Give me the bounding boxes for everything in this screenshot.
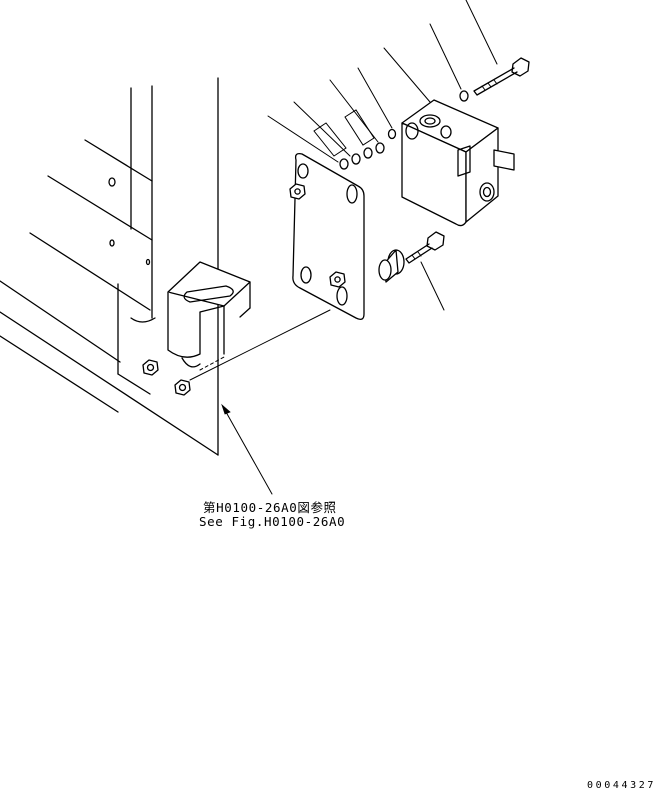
main-frame	[0, 77, 219, 456]
document-number: 00044327	[587, 780, 656, 791]
top-washer	[459, 90, 469, 102]
frame-nut-upper	[142, 359, 159, 376]
mounting-bracket	[167, 261, 251, 368]
plate-nut-upper	[289, 183, 306, 200]
frame-nut-lower	[174, 379, 191, 396]
plate-nut-lower	[329, 271, 346, 288]
lower-bolt	[405, 231, 445, 264]
assembly-lines	[189, 309, 331, 381]
leader-lines	[221, 0, 498, 495]
reference-note-japanese: 第H0100-26A0図参照	[203, 500, 337, 515]
valve-block	[401, 99, 515, 227]
mounting-plate	[292, 152, 365, 320]
reference-note-english: See Fig.H0100-26A0	[199, 514, 346, 529]
o-ring-set	[339, 128, 397, 170]
rubber-bushing	[378, 249, 405, 283]
top-bolt	[473, 57, 530, 96]
